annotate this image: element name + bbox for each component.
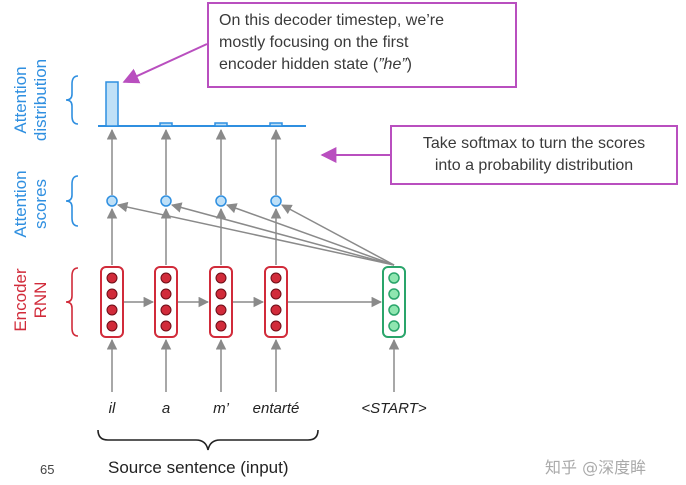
source-sentence-label: Source sentence (input): [108, 458, 289, 477]
decoder-to-score-arrow-2: [226, 203, 395, 266]
brace-attention-scores: [65, 175, 79, 227]
label-encoder-rnn: Encoder RNN: [11, 268, 50, 332]
attention-bar-3: [269, 122, 283, 127]
encoder-neuron-1-0: [160, 272, 172, 284]
attention-bar-0: [105, 81, 119, 127]
attention-score-2: [215, 195, 227, 207]
encoder-neuron-0-0: [106, 272, 118, 284]
encoder-neuron-1-2: [160, 304, 172, 316]
encoder-cell-3: [264, 266, 288, 338]
encoder-neuron-0-3: [106, 320, 118, 332]
watermark: 知乎 @深度眸: [545, 458, 647, 477]
input-word-il: il: [108, 400, 116, 417]
label-attention-distribution: Attention distribution: [11, 58, 50, 142]
encoder-neuron-0-1: [106, 288, 118, 300]
decoder-to-score-arrow-3: [281, 204, 395, 266]
label-attention-scores: Attention scores: [11, 170, 50, 238]
brace-attention-distribution: [65, 75, 79, 125]
encoder-neuron-3-1: [270, 288, 282, 300]
decoder-to-score-arrow-1: [170, 202, 395, 266]
callout-softmax-note: Take softmax to turn the scores into a p…: [390, 125, 678, 185]
attention-score-3: [270, 195, 282, 207]
encoder-neuron-2-2: [215, 304, 227, 316]
input-word-a: a: [161, 400, 171, 417]
attention-bar-1: [159, 122, 173, 127]
encoder-cell-1: [154, 266, 178, 338]
encoder-neuron-3-3: [270, 320, 282, 332]
brace-encoder-rnn: [65, 267, 79, 337]
encoder-neuron-2-3: [215, 320, 227, 332]
encoder-neuron-1-1: [160, 288, 172, 300]
attention-bar-2: [214, 122, 228, 127]
decoder-neuron-0: [388, 272, 400, 284]
slide-number: 65: [40, 462, 55, 477]
decoder-neuron-3: [388, 320, 400, 332]
encoder-cell-0: [100, 266, 124, 338]
decoder-neuron-2: [388, 304, 400, 316]
input-word-start: <START>: [361, 400, 427, 417]
encoder-neuron-1-3: [160, 320, 172, 332]
callout-focus-note: On this decoder timestep, we’re mostly f…: [207, 2, 517, 88]
callout-top-pointer: [122, 43, 208, 84]
encoder-cell-2: [209, 266, 233, 338]
encoder-neuron-3-2: [270, 304, 282, 316]
encoder-neuron-0-2: [106, 304, 118, 316]
decoder-cell: [382, 266, 406, 338]
attention-score-0: [106, 195, 118, 207]
attention-score-1: [160, 195, 172, 207]
brace-source-sentence: [97, 429, 319, 451]
input-word-m: m’: [213, 400, 229, 417]
input-word-entarte: entarté: [252, 400, 300, 417]
encoder-neuron-2-0: [215, 272, 227, 284]
decoder-neuron-1: [388, 288, 400, 300]
decoder-to-score-arrow-0: [116, 201, 395, 266]
encoder-neuron-2-1: [215, 288, 227, 300]
encoder-neuron-3-0: [270, 272, 282, 284]
